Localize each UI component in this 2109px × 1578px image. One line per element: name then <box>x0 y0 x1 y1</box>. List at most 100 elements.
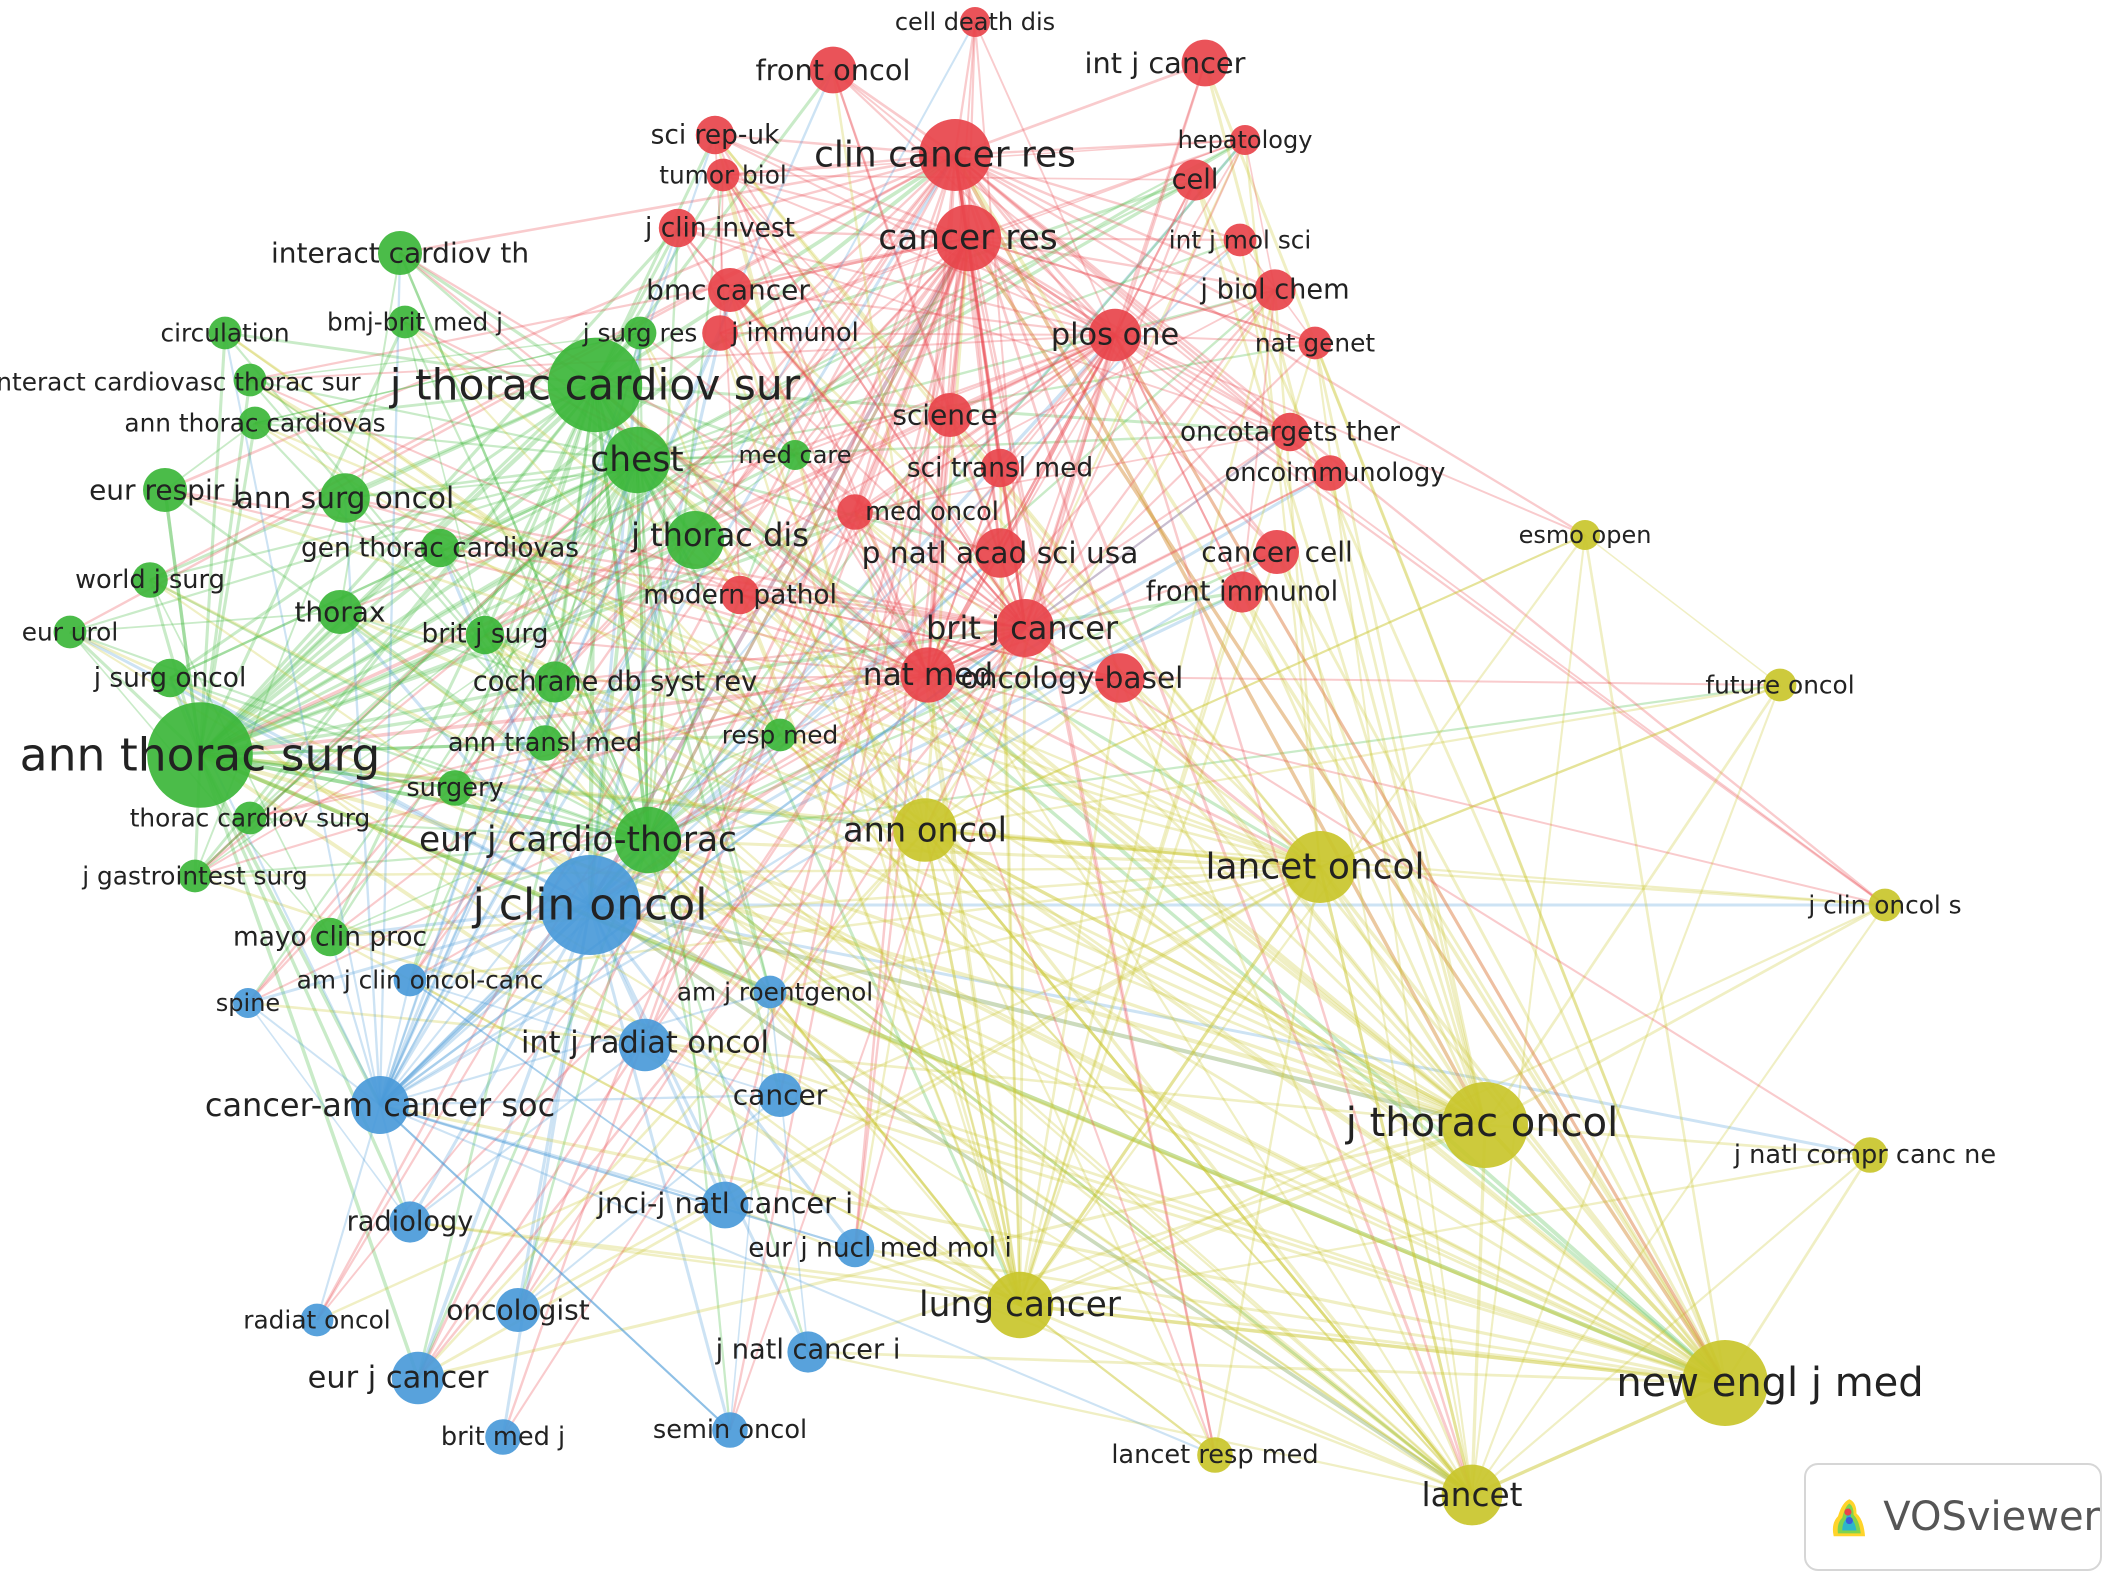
node-label-ejnm: eur j nucl med mol i <box>748 1233 1012 1264</box>
network-edge <box>636 458 1001 555</box>
network-edge <box>646 839 727 1206</box>
network-edge <box>1471 1381 1726 1497</box>
network-edge <box>224 332 926 831</box>
network-edge <box>729 289 929 676</box>
network-edge <box>807 1350 1473 1497</box>
network-edge <box>328 384 597 938</box>
network-edge <box>1318 866 1474 1496</box>
network-edge <box>647 838 1726 1385</box>
network-edge <box>635 458 1487 1127</box>
network-edge <box>769 991 1021 1306</box>
network-edge <box>714 134 1026 629</box>
network-edge <box>677 153 956 230</box>
network-edge <box>854 431 1291 513</box>
network-edge <box>516 237 970 1311</box>
network-edge <box>404 321 638 461</box>
node-label-cr: cancer res <box>878 218 1057 258</box>
network-edge <box>588 903 1474 1497</box>
network-edge <box>589 903 1871 1157</box>
network-edge <box>948 414 1027 629</box>
network-edge <box>729 289 1026 629</box>
network-edge <box>923 627 1027 831</box>
network-edge <box>484 459 638 636</box>
network-edge <box>379 21 976 1106</box>
network-edge <box>199 753 649 842</box>
network-edge <box>954 153 1241 242</box>
node-label-jtd: j thorac dis <box>630 516 809 554</box>
network-edge <box>722 153 956 177</box>
network-edge <box>647 838 1473 1497</box>
network-edge <box>169 383 596 680</box>
node-label-mcp: mayo clin proc <box>233 922 427 953</box>
network-edge <box>854 511 929 676</box>
network-edge <box>249 626 1026 820</box>
network-edge <box>169 458 638 680</box>
network-edge <box>1243 139 1322 868</box>
network-edge <box>1118 677 1487 1126</box>
network-edge <box>588 459 639 906</box>
network-edge <box>194 874 1726 1385</box>
node-jso <box>150 658 190 698</box>
network-edge <box>379 431 1291 1106</box>
node-jnccn <box>1852 1137 1888 1173</box>
network-edge <box>409 979 726 1206</box>
network-edge <box>923 237 970 831</box>
node-label-amr: am j roentgenol <box>677 978 873 1007</box>
node-wjs <box>132 562 168 598</box>
network-edge <box>954 61 1206 157</box>
node-surgery <box>437 770 473 806</box>
network-edge <box>1018 342 1317 1306</box>
network-edge <box>247 1002 411 1223</box>
network-edge <box>638 332 650 841</box>
network-edge <box>924 829 1216 1456</box>
node-label-annonc: ann oncol <box>843 811 1007 850</box>
network-edge <box>647 590 1243 842</box>
node-label-ict: interact cardiov th <box>271 237 529 270</box>
network-edge <box>1019 1303 1726 1385</box>
network-edge <box>643 334 1117 1046</box>
network-edge <box>484 633 1486 1127</box>
node-label-ijc: int j cancer <box>1085 46 1246 80</box>
node-label-jgs: j gastrointest surg <box>81 862 307 891</box>
network-edge <box>854 511 1321 868</box>
network-edge <box>953 154 1487 1126</box>
network-edge <box>593 383 1474 1497</box>
network-edge <box>516 904 592 1311</box>
network-edge <box>194 459 638 877</box>
network-edge <box>484 633 1726 1385</box>
network-edge <box>1471 1381 1726 1497</box>
network-edge <box>329 334 1116 938</box>
network-edge <box>194 459 638 877</box>
network-edge <box>1483 1123 1727 1385</box>
network-edge <box>1318 866 1487 1126</box>
network-edge <box>379 1104 731 1431</box>
network-edge <box>635 459 650 841</box>
network-edge <box>593 383 1727 1385</box>
network-edge <box>194 237 969 877</box>
network-edge <box>635 459 650 841</box>
network-edge <box>517 829 926 1311</box>
network-edge <box>589 903 1486 1127</box>
node-tb <box>706 158 740 192</box>
network-edge <box>1113 334 1727 1384</box>
network-edge <box>164 488 929 677</box>
node-label-radiology: radiology <box>347 1207 474 1238</box>
node-jnci <box>701 1181 749 1229</box>
node-bmj <box>388 305 422 339</box>
network-edge <box>1019 1123 1486 1307</box>
network-edge <box>339 333 1116 614</box>
network-edge <box>738 237 970 596</box>
node-sci <box>695 115 735 155</box>
node-eu <box>53 615 87 649</box>
node-label-jnccn: j natl compr canc ne <box>1733 1140 1996 1170</box>
node-cancer <box>758 1073 802 1117</box>
network-edge <box>198 321 407 756</box>
node-label-circ: circulation <box>160 319 289 348</box>
network-edge <box>247 903 591 1005</box>
network-edge <box>923 829 1022 1306</box>
node-label-erj: eur respir j <box>89 474 241 507</box>
network-edge <box>247 1001 1486 1127</box>
network-edge <box>1024 472 1331 629</box>
network-edge <box>1018 866 1322 1306</box>
node-label-surgery: surgery <box>406 773 503 803</box>
